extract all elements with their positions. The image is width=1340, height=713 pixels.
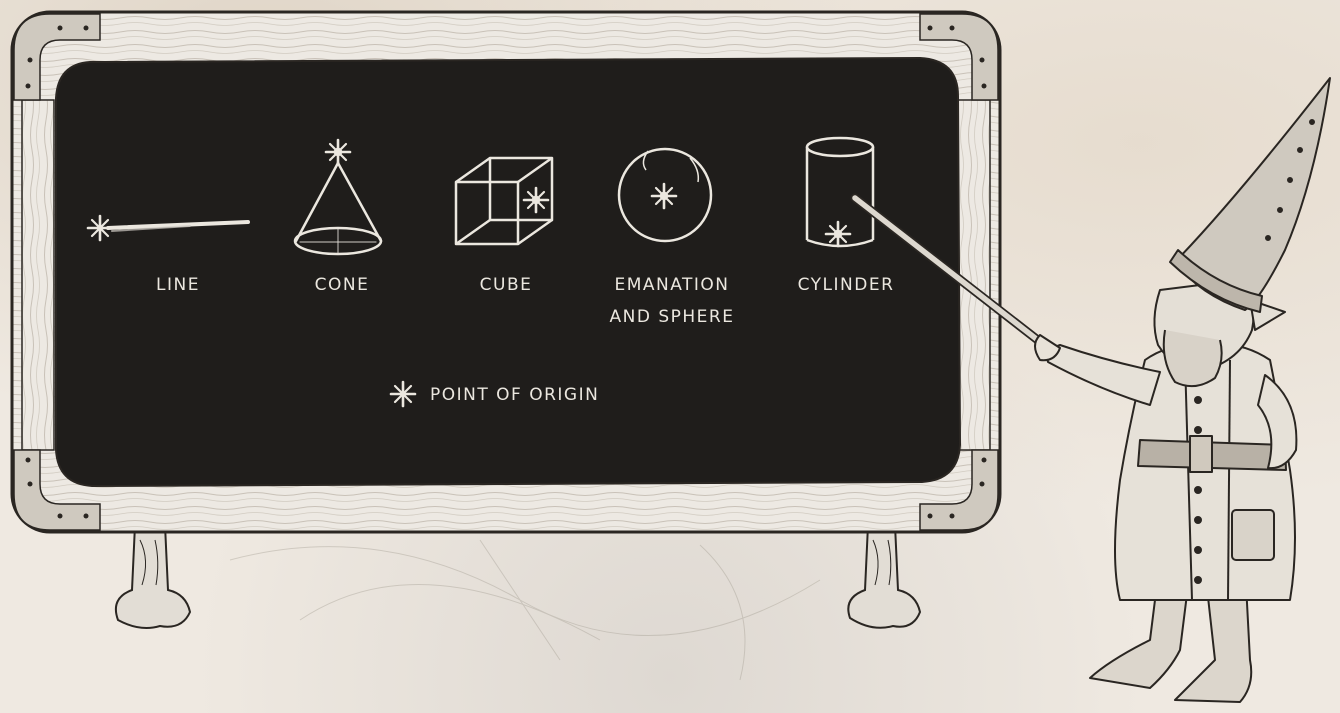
chalkboard [56,58,960,486]
origin-star-icon [326,140,350,164]
cylinder-label: CYLINDER [798,275,895,295]
sphere-label: AND SPHERE [610,307,735,327]
origin-star-icon [826,222,850,246]
legend-label: POINT OF ORIGIN [430,385,599,405]
legend-star-icon [391,382,415,406]
line-label: LINE [156,275,200,295]
cube-label: CUBE [480,275,533,295]
origin-star-icon [524,188,548,212]
cone-label: CONE [315,275,370,295]
origin-star-icon [88,216,112,240]
gnome-character [1035,78,1330,702]
background-texture [230,540,820,680]
board-leg-right [848,525,920,628]
emanation-label: EMANATION [614,275,729,295]
origin-star-icon [652,184,676,208]
board-leg-left [116,525,190,628]
